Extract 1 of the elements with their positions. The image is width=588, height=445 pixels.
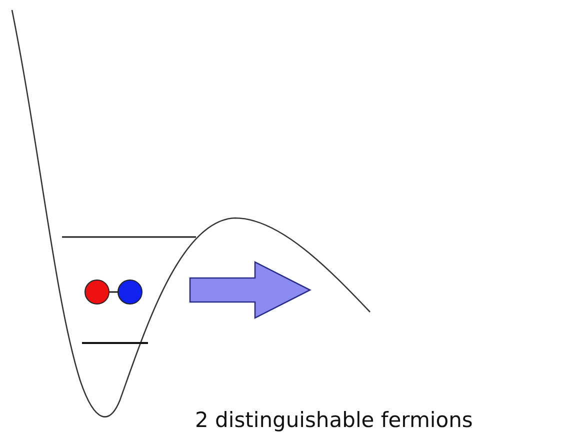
caption-text: 2 distinguishable fermions (195, 408, 473, 432)
